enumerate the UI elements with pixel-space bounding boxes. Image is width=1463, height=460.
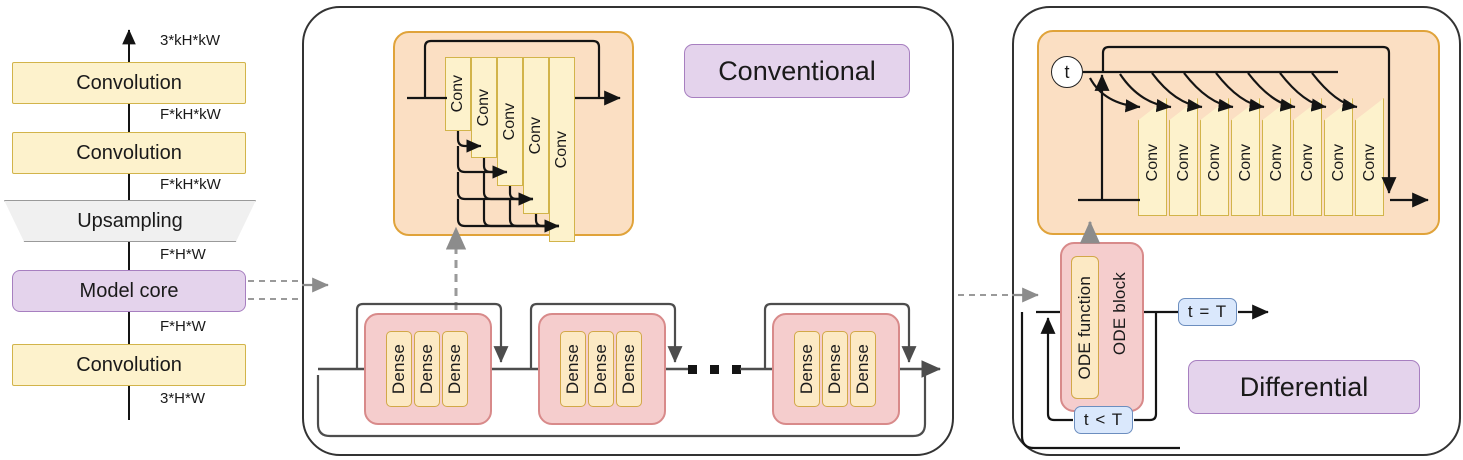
dense-block-3-cell-3-label: Dense bbox=[853, 343, 872, 395]
ode-conv-4-label: Conv bbox=[1236, 144, 1254, 182]
ode-conv-6-label: Conv bbox=[1298, 144, 1316, 182]
ode-conv-7-label: Conv bbox=[1329, 144, 1347, 182]
differential-caption: Differential bbox=[1188, 360, 1420, 414]
dense-block-1-cell-2-label: Dense bbox=[417, 343, 436, 395]
ode-conv-8-label: Conv bbox=[1360, 144, 1378, 182]
tensor-label-3: F*H*W bbox=[160, 246, 206, 263]
ode-block-label: ODE block bbox=[1110, 272, 1129, 356]
time-node-t[interactable]: t bbox=[1051, 56, 1083, 88]
dense-block-2-cell-2[interactable]: Dense bbox=[588, 331, 614, 407]
dense-block-1-cell-3[interactable]: Dense bbox=[442, 331, 468, 407]
exit-condition-label: t = T bbox=[1187, 302, 1228, 321]
dense-block-3-cell-1[interactable]: Dense bbox=[794, 331, 820, 407]
differential-caption-label: Differential bbox=[1239, 371, 1369, 402]
dense-block-3-cell-1-label: Dense bbox=[797, 343, 816, 395]
tensor-label-in: 3*H*W bbox=[160, 390, 206, 407]
dense-block-1-cell-1-label: Dense bbox=[389, 343, 408, 395]
loop-condition-label: t < T bbox=[1083, 410, 1124, 429]
ode-conv-3-label: Conv bbox=[1205, 144, 1223, 182]
tensor-label-2: F*kH*kW bbox=[160, 176, 221, 193]
detail-conv-5-label: Conv bbox=[553, 130, 570, 169]
detail-conv-2[interactable]: Conv bbox=[471, 57, 497, 158]
ellipsis-dot bbox=[732, 365, 741, 374]
dense-block-1-cell-3-label: Dense bbox=[445, 343, 464, 395]
detail-conv-1-label: Conv bbox=[449, 75, 466, 113]
detail-conv-2-label: Conv bbox=[475, 88, 492, 127]
exit-condition-badge[interactable]: t = T bbox=[1178, 298, 1237, 326]
conventional-caption: Conventional bbox=[684, 44, 910, 98]
pipeline-conv-top[interactable]: Convolution bbox=[12, 62, 246, 104]
pipeline-conv-top-label: Convolution bbox=[76, 71, 182, 94]
pipeline-upsampling-label: Upsampling bbox=[77, 209, 183, 232]
ellipsis-dot bbox=[688, 365, 697, 374]
loop-condition-badge[interactable]: t < T bbox=[1074, 406, 1133, 434]
dense-block-3-cell-2[interactable]: Dense bbox=[822, 331, 848, 407]
pipeline-conv-bottom-label: Convolution bbox=[76, 353, 182, 376]
dense-block-3-cell-2-label: Dense bbox=[825, 343, 844, 395]
pipeline-model-core-label: Model core bbox=[79, 279, 179, 302]
tensor-label-1: F*kH*kW bbox=[160, 106, 221, 123]
ode-function-label: ODE function bbox=[1075, 275, 1094, 380]
ode-function-box[interactable]: ODE function bbox=[1071, 256, 1099, 399]
ellipsis-dot bbox=[710, 365, 719, 374]
time-node-t-label: t bbox=[1064, 61, 1070, 82]
dense-block-1-cell-1[interactable]: Dense bbox=[386, 331, 412, 407]
detail-conv-1[interactable]: Conv bbox=[445, 57, 471, 131]
pipeline-conv-second-label: Convolution bbox=[76, 141, 182, 164]
dense-block-2-cell-2-label: Dense bbox=[591, 343, 610, 395]
dense-block-1-cell-2[interactable]: Dense bbox=[414, 331, 440, 407]
dense-block-2-cell-1[interactable]: Dense bbox=[560, 331, 586, 407]
pipeline-model-core[interactable]: Model core bbox=[12, 270, 246, 312]
detail-conv-3[interactable]: Conv bbox=[497, 57, 523, 186]
detail-conv-4[interactable]: Conv bbox=[523, 57, 549, 214]
dense-block-2-cell-1-label: Dense bbox=[563, 343, 582, 395]
detail-conv-4-label: Conv bbox=[527, 116, 544, 155]
pipeline-conv-bottom[interactable]: Convolution bbox=[12, 344, 246, 386]
detail-conv-3-label: Conv bbox=[501, 102, 518, 141]
pipeline-upsampling[interactable]: Upsampling bbox=[4, 200, 256, 242]
detail-conv-5[interactable]: Conv bbox=[549, 57, 575, 242]
dense-block-2-cell-3[interactable]: Dense bbox=[616, 331, 642, 407]
chain-ellipsis bbox=[688, 365, 741, 374]
tensor-label-out: 3*kH*kW bbox=[160, 32, 221, 49]
conventional-caption-label: Conventional bbox=[718, 55, 876, 86]
tensor-label-4: F*H*W bbox=[160, 318, 206, 335]
ode-conv-2-label: Conv bbox=[1174, 144, 1192, 182]
dense-block-2-cell-3-label: Dense bbox=[619, 343, 638, 395]
ode-conv-1-label: Conv bbox=[1143, 144, 1161, 182]
pipeline-conv-second[interactable]: Convolution bbox=[12, 132, 246, 174]
dense-block-3-cell-3[interactable]: Dense bbox=[850, 331, 876, 407]
ode-conv-5-label: Conv bbox=[1267, 144, 1285, 182]
